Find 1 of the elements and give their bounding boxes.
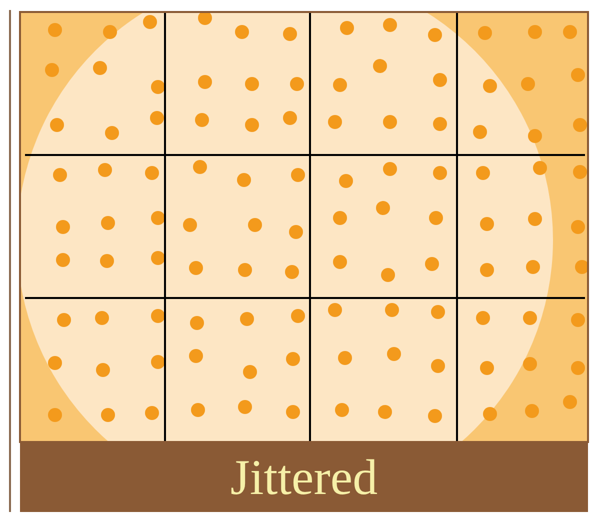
caption: Jittered	[20, 442, 588, 512]
